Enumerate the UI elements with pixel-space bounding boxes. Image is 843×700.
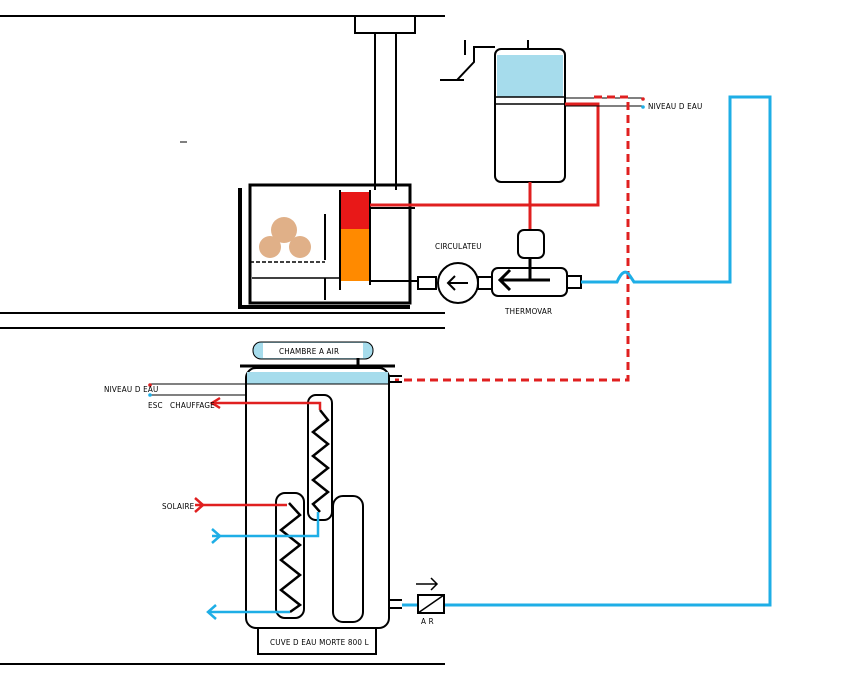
hot-zone <box>340 192 370 229</box>
cold-water-pipes <box>445 95 772 607</box>
label-niveau-top: NIVEAU D EAU <box>648 102 702 111</box>
label-esc: ESC <box>148 401 163 410</box>
heating-exchanger: ESC CHAUFFAGE <box>148 394 333 521</box>
label-solaire: SOLAIRE <box>162 502 195 511</box>
label-thermovar: THERMOVAR <box>504 307 552 316</box>
solar-exchanger: SOLAIRE <box>162 492 364 623</box>
water-level-left: NIVEAU D EAU <box>104 383 246 397</box>
label-cuve: CUVE D EAU MORTE 800 L <box>270 638 369 647</box>
circulator-pump: CIRCULATEU <box>370 242 494 304</box>
firewood <box>259 217 311 258</box>
label-air: A R <box>421 617 434 626</box>
thermovar-valve: THERMOVAR <box>491 229 582 316</box>
label-chambre: CHAMBRE A AIR <box>279 347 339 356</box>
wood-stove <box>238 183 418 309</box>
label-circulateur: CIRCULATEU <box>435 242 482 251</box>
chimney <box>354 15 416 190</box>
label-niveau-left: NIVEAU D EAU <box>104 385 158 394</box>
label-chauffage: CHAUFFAGE <box>170 401 215 410</box>
warm-zone <box>340 229 370 281</box>
dashed-level-link <box>395 95 630 382</box>
water-level-top: NIVEAU D EAU <box>565 97 702 111</box>
expansion-tank <box>440 40 566 183</box>
air-valve: A R <box>402 577 445 626</box>
